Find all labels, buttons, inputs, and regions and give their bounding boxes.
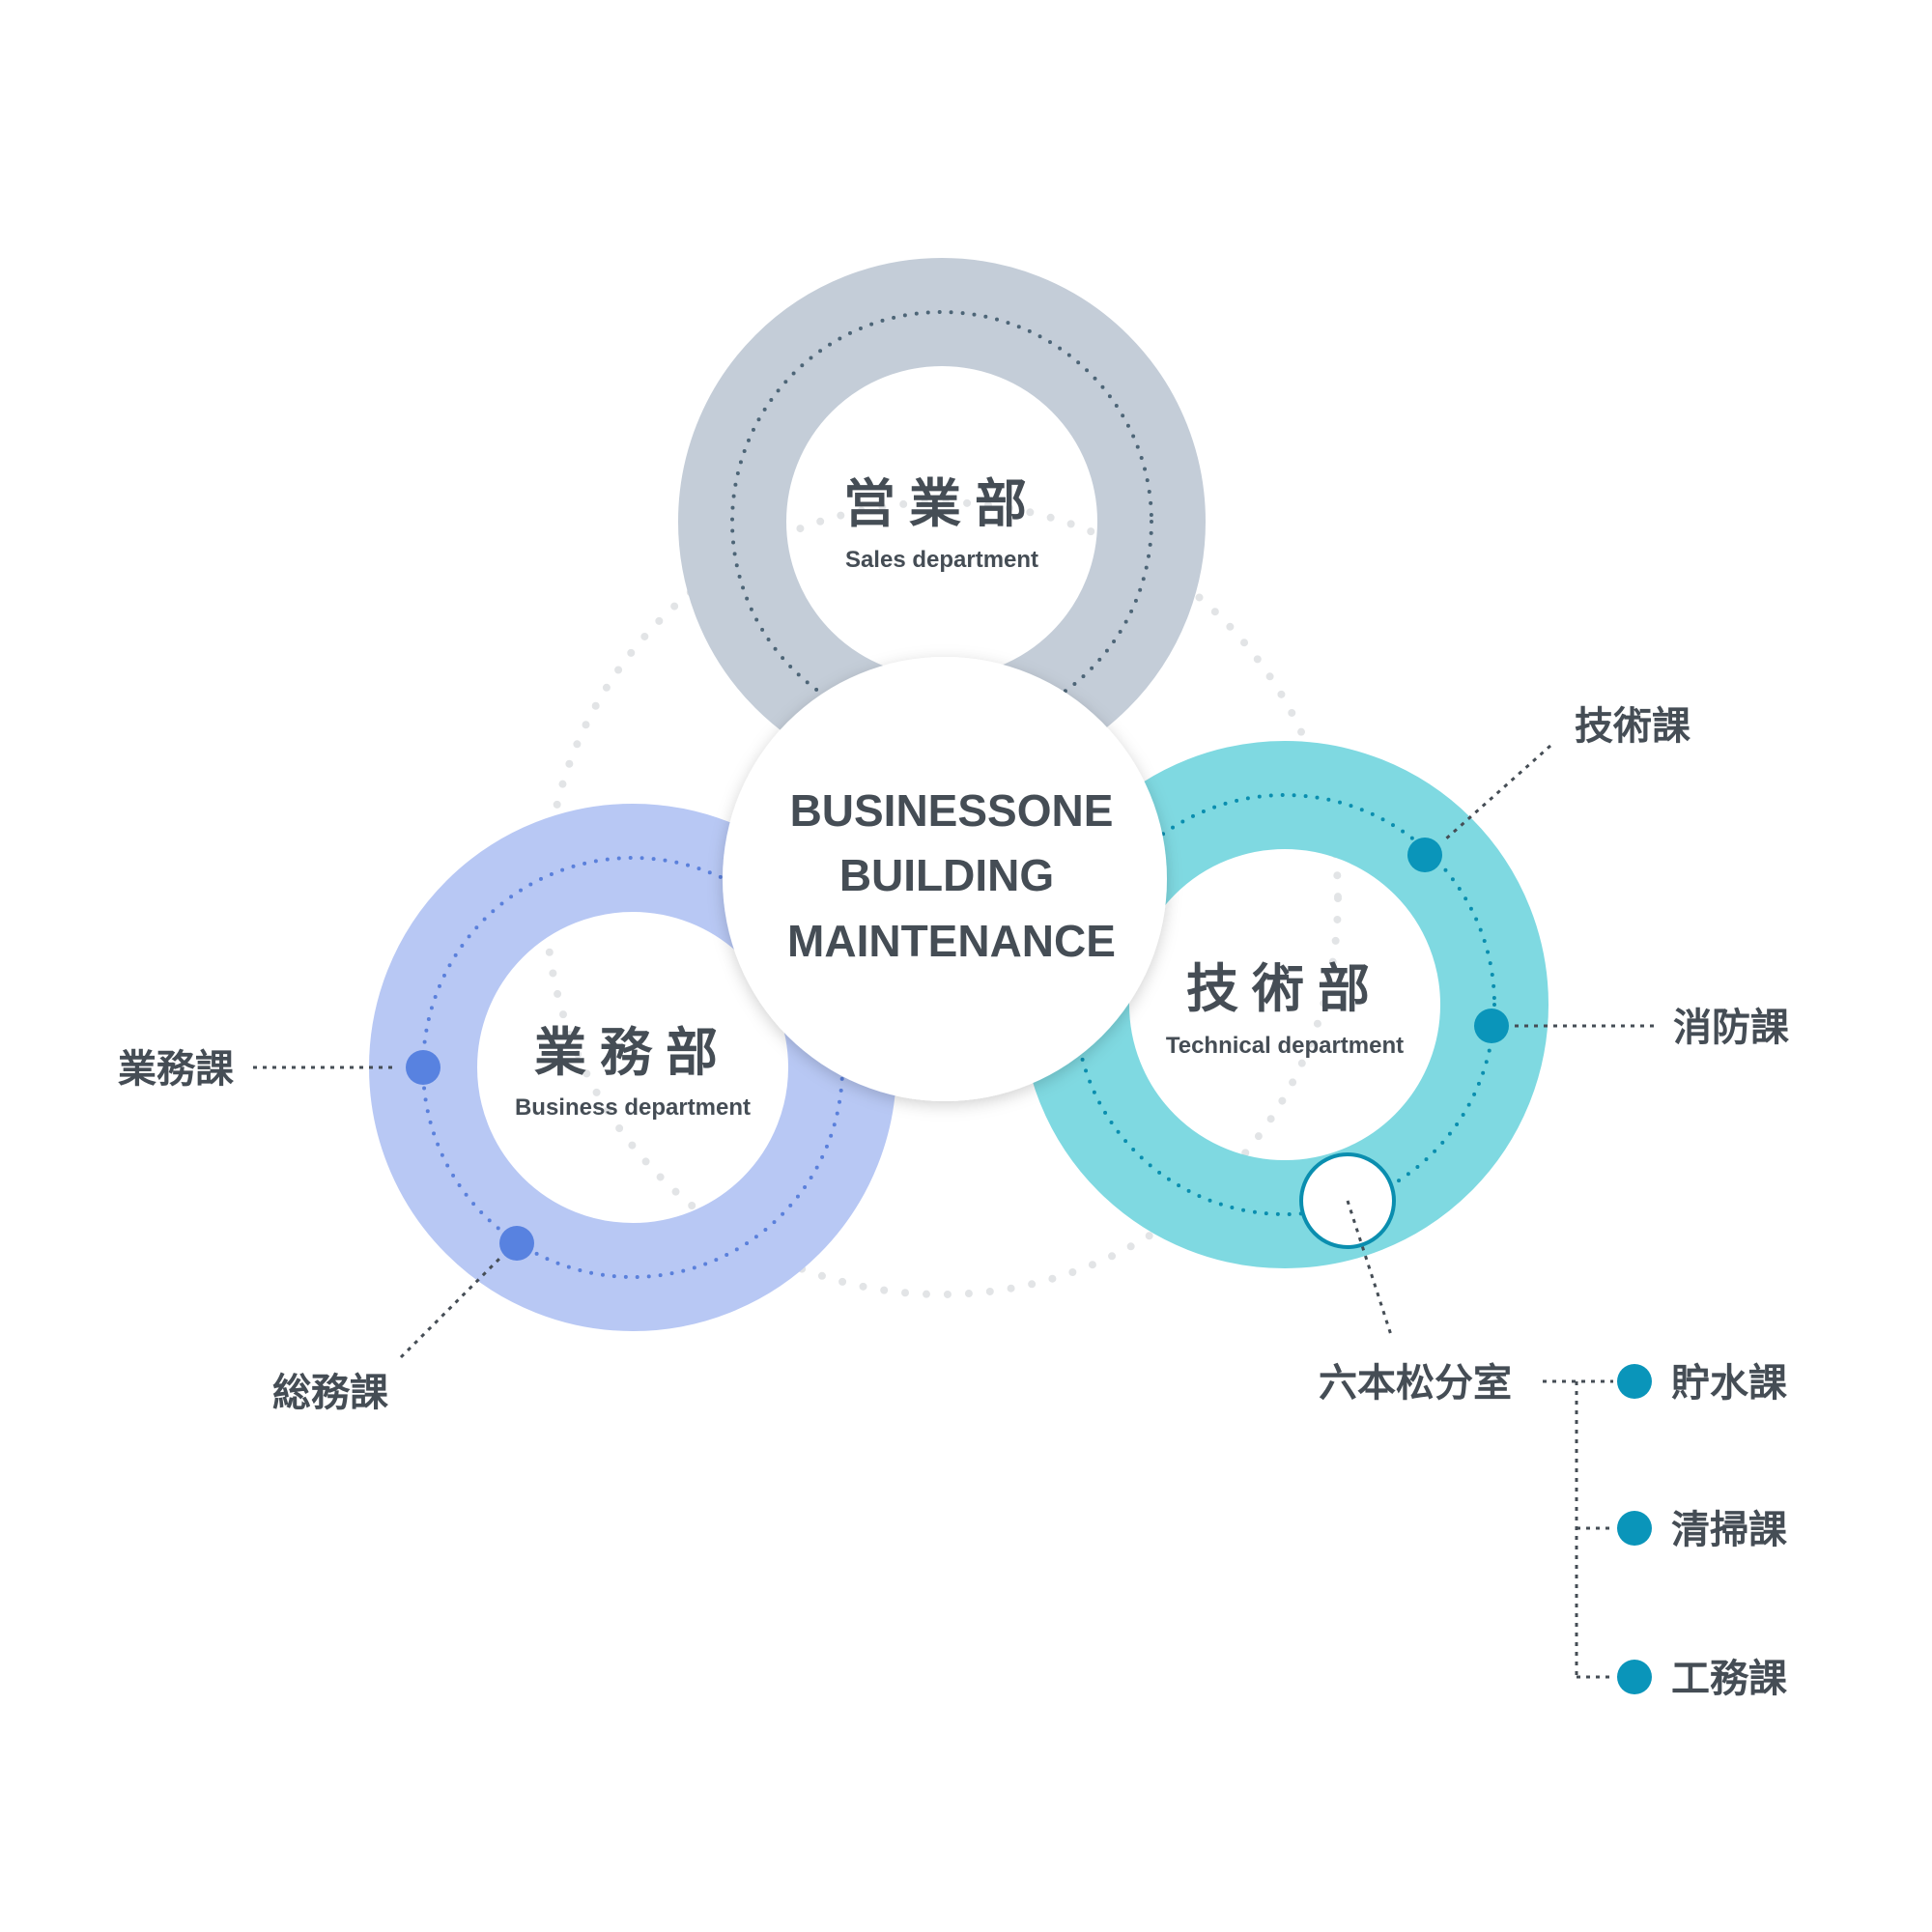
technical-ring-dotted-track [1073, 793, 1496, 1216]
branch-section-label-3: 工務課 [1671, 1657, 1787, 1701]
technical-section-label-1: 技術課 [1575, 704, 1690, 749]
sales-title: 営業部 [843, 473, 1040, 534]
branch-section-label-2: 清掃課 [1671, 1508, 1787, 1552]
business-section-gyomuka: 業務課 [118, 1047, 440, 1092]
technical-section-gijutsuka: 技術課 [1407, 704, 1690, 872]
technical-node-dot [1407, 838, 1442, 872]
connector-line [1443, 744, 1551, 842]
branch-section-label-1: 貯水課 [1671, 1361, 1787, 1406]
center-line-1: BUSINESSONE [790, 785, 1114, 836]
business-section-label-2: 総務課 [272, 1371, 388, 1415]
technical-section-shoboka: 消防課 [1474, 1006, 1789, 1050]
branch-node-dot [1617, 1364, 1652, 1399]
sales-ring-dotted-track [730, 310, 1153, 733]
center-circle [723, 657, 1167, 1101]
business-title: 業務部 [534, 1022, 731, 1083]
business-section-label-1: 業務課 [118, 1047, 234, 1092]
branch-title: 六本松分室 [1319, 1361, 1512, 1406]
technical-title: 技術部 [1186, 958, 1383, 1019]
sales-subtitle: Sales department [845, 547, 1038, 573]
center-line-3: MAINTENANCE [787, 916, 1116, 966]
center-line-2: BUILDING [839, 850, 1054, 900]
business-section-somuka: 総務課 [272, 1226, 534, 1415]
business-node-dot [406, 1050, 440, 1085]
branch-node-dot [1617, 1511, 1652, 1546]
technical-node-dot [1474, 1009, 1509, 1043]
background-dotted-circle [542, 498, 1342, 1298]
branch-office-group: 六本松分室 貯水課 清掃課 工務課 [1299, 1152, 1787, 1701]
connector-line [399, 1254, 504, 1359]
technical-section-label-2: 消防課 [1673, 1006, 1789, 1050]
branch-node-dot [1617, 1660, 1652, 1694]
branch-connector-line [1346, 1200, 1393, 1336]
technical-subtitle: Technical department [1166, 1033, 1404, 1059]
center-badge: BUSINESSONE BUILDING MAINTENANCE [723, 657, 1167, 1101]
business-subtitle: Business department [515, 1094, 751, 1121]
business-node-dot [499, 1226, 534, 1261]
